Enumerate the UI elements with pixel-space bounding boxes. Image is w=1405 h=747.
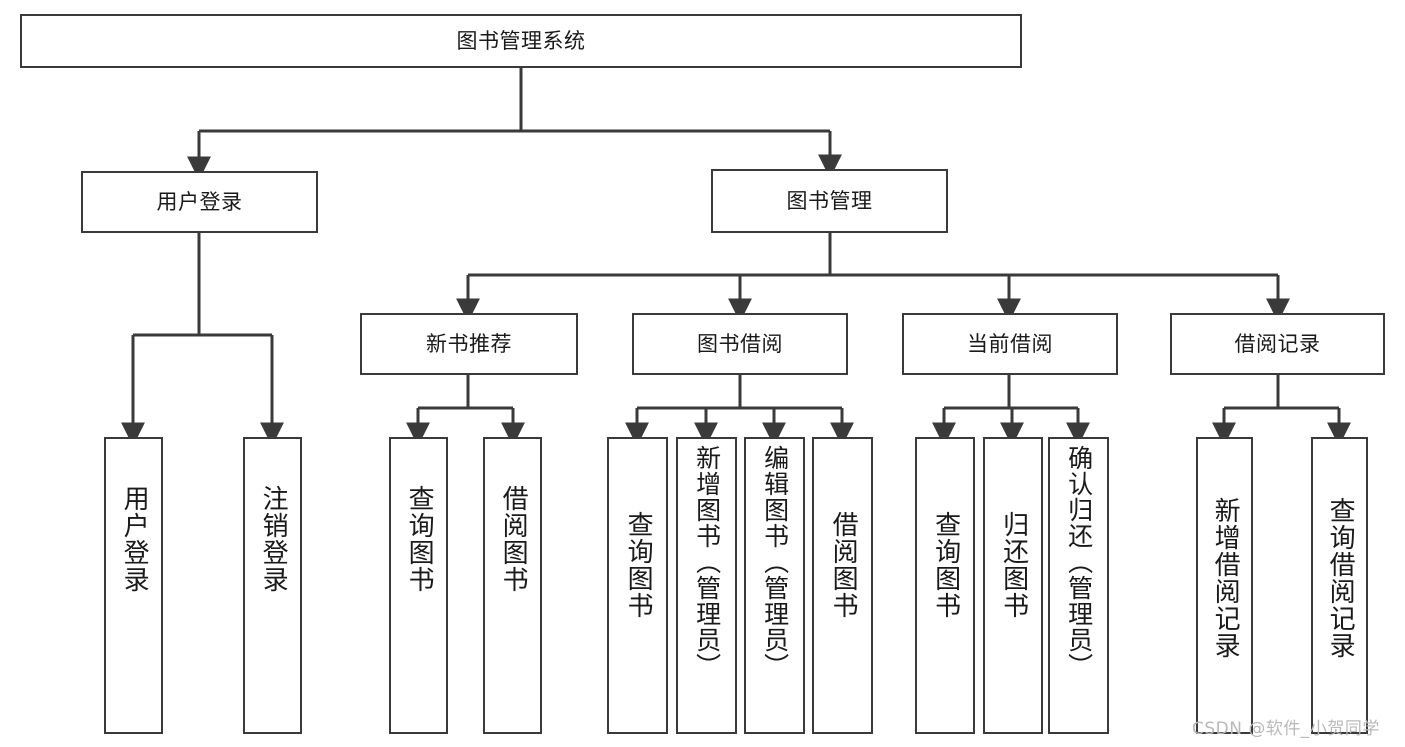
node-new-book-recommend-label: 新书推荐 bbox=[426, 331, 512, 356]
node-book-borrow-label: 图书借阅 bbox=[697, 331, 783, 356]
leaf-add-record[interactable]: 新增借阅记录 bbox=[1196, 437, 1253, 734]
leaf-query-book-3[interactable]: 查询图书 bbox=[915, 437, 975, 734]
node-current-borrow-label: 当前借阅 bbox=[967, 331, 1053, 356]
leaf-query-book-2[interactable]: 查询图书 bbox=[607, 437, 668, 734]
leaf-user-login-label: 用户登录 bbox=[119, 485, 150, 593]
leaf-edit-book-label: 编辑图书（管理员） bbox=[760, 445, 790, 679]
node-user-login-label: 用户登录 bbox=[156, 189, 243, 214]
node-new-book-recommend[interactable]: 新书推荐 bbox=[360, 313, 578, 375]
leaf-query-book-2-label: 查询图书 bbox=[623, 511, 654, 619]
leaf-borrow-book-2-label: 借阅图书 bbox=[828, 511, 859, 619]
leaf-confirm-return-label: 确认归还（管理员） bbox=[1064, 445, 1094, 679]
leaf-borrow-book-1-label: 借阅图书 bbox=[498, 485, 529, 593]
leaf-borrow-book-2[interactable]: 借阅图书 bbox=[812, 437, 873, 734]
leaf-confirm-return[interactable]: 确认归还（管理员） bbox=[1048, 437, 1109, 734]
node-book-manage-label: 图书管理 bbox=[786, 188, 873, 213]
leaf-add-record-label: 新增借阅记录 bbox=[1210, 497, 1241, 659]
leaf-logout-login-label: 注销登录 bbox=[258, 485, 289, 593]
leaf-query-record-label: 查询借阅记录 bbox=[1325, 497, 1356, 659]
leaf-query-record[interactable]: 查询借阅记录 bbox=[1311, 437, 1368, 734]
node-book-borrow[interactable]: 图书借阅 bbox=[632, 313, 848, 375]
leaf-query-book-3-label: 查询图书 bbox=[930, 511, 961, 619]
leaf-query-book-1-label: 查询图书 bbox=[404, 485, 435, 593]
csdn-watermark: CSDN @软件_小贺同学 bbox=[1192, 719, 1380, 739]
leaf-return-book[interactable]: 归还图书 bbox=[983, 437, 1043, 734]
node-current-borrow[interactable]: 当前借阅 bbox=[902, 313, 1118, 375]
node-book-manage[interactable]: 图书管理 bbox=[711, 169, 948, 233]
leaf-query-book-1[interactable]: 查询图书 bbox=[389, 437, 448, 734]
leaf-add-book-label: 新增图书（管理员） bbox=[692, 445, 722, 679]
node-borrow-record[interactable]: 借阅记录 bbox=[1170, 313, 1385, 375]
leaf-add-book[interactable]: 新增图书（管理员） bbox=[676, 437, 737, 734]
node-user-login[interactable]: 用户登录 bbox=[81, 171, 318, 233]
node-root[interactable]: 图书管理系统 bbox=[20, 14, 1022, 68]
leaf-user-login[interactable]: 用户登录 bbox=[104, 437, 163, 734]
node-root-label: 图书管理系统 bbox=[456, 28, 586, 53]
leaf-borrow-book-1[interactable]: 借阅图书 bbox=[483, 437, 542, 734]
leaf-return-book-label: 归还图书 bbox=[998, 511, 1029, 619]
node-borrow-record-label: 借阅记录 bbox=[1234, 331, 1321, 356]
leaf-edit-book[interactable]: 编辑图书（管理员） bbox=[744, 437, 805, 734]
leaf-logout-login[interactable]: 注销登录 bbox=[243, 437, 302, 734]
